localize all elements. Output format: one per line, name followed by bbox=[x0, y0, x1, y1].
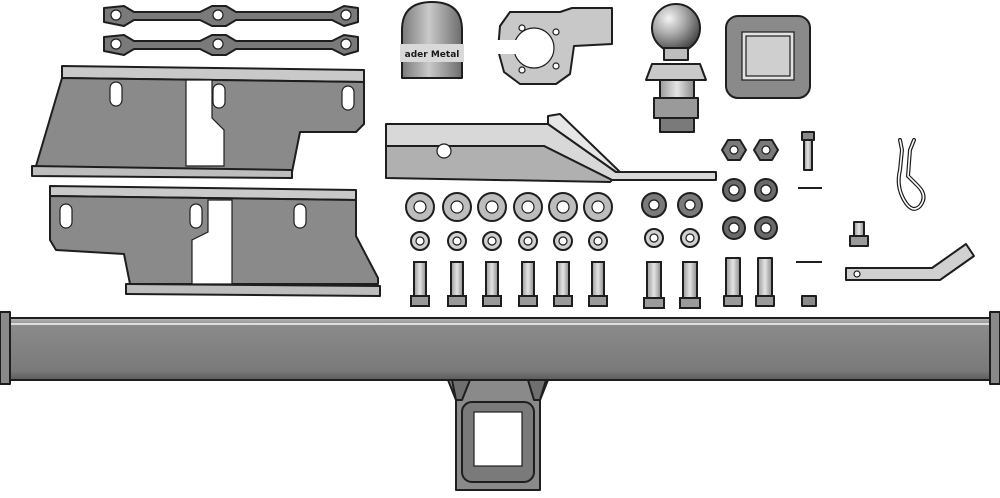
thick-washer bbox=[677, 192, 703, 218]
hex-bolt bbox=[447, 261, 467, 307]
hex-bolt-large bbox=[679, 261, 701, 309]
hex-bolt bbox=[588, 261, 608, 307]
hex-bolt bbox=[553, 261, 573, 307]
hitch-crossbar bbox=[0, 311, 1000, 385]
flat-washer bbox=[583, 192, 613, 222]
lock-washer bbox=[447, 231, 467, 251]
lock-washer-row bbox=[410, 231, 608, 251]
hex-bolt bbox=[518, 261, 538, 307]
hex-bolt-large bbox=[643, 261, 665, 309]
side-bracket-upper bbox=[31, 65, 365, 179]
hex-nut bbox=[721, 139, 747, 161]
ball-cover-label: ader Metal bbox=[405, 50, 460, 60]
hitch-pin-clip bbox=[896, 138, 926, 211]
ball-cover: ader Metal bbox=[400, 1, 464, 79]
hitch-ball bbox=[645, 3, 707, 133]
lock-washer bbox=[482, 231, 502, 251]
wiring-socket-plate bbox=[496, 7, 613, 85]
lock-washer bbox=[553, 231, 573, 251]
hitch-pin bbox=[845, 243, 975, 281]
bolt-row bbox=[410, 261, 608, 307]
lock-washer bbox=[588, 231, 608, 251]
lock-washer bbox=[518, 231, 538, 251]
flat-washer bbox=[513, 192, 543, 222]
flat-washer-row bbox=[405, 192, 613, 222]
split-lock-washer bbox=[644, 228, 664, 248]
flat-washer bbox=[442, 192, 472, 222]
mounting-strap-top bbox=[103, 5, 359, 27]
hex-nut bbox=[753, 139, 779, 161]
receiver-tube bbox=[447, 379, 549, 491]
hex-bolt bbox=[410, 261, 430, 307]
washer-pair-cluster bbox=[641, 192, 703, 309]
receiver-cover-plate bbox=[725, 15, 811, 99]
flat-washer bbox=[477, 192, 507, 222]
thick-washer bbox=[641, 192, 667, 218]
side-bracket-lower bbox=[49, 185, 381, 297]
bolt-small bbox=[801, 131, 815, 171]
bolt-long bbox=[723, 257, 775, 307]
flat-washer bbox=[405, 192, 435, 222]
ball-mount-drawbar bbox=[385, 113, 717, 183]
lock-washer bbox=[410, 231, 430, 251]
small-nut bbox=[801, 295, 817, 307]
mounting-strap-bottom bbox=[103, 34, 359, 56]
spring-washer-large bbox=[722, 178, 778, 240]
bolt-short bbox=[849, 221, 869, 247]
flat-washer bbox=[548, 192, 578, 222]
split-lock-washer bbox=[680, 228, 700, 248]
hex-bolt bbox=[482, 261, 502, 307]
